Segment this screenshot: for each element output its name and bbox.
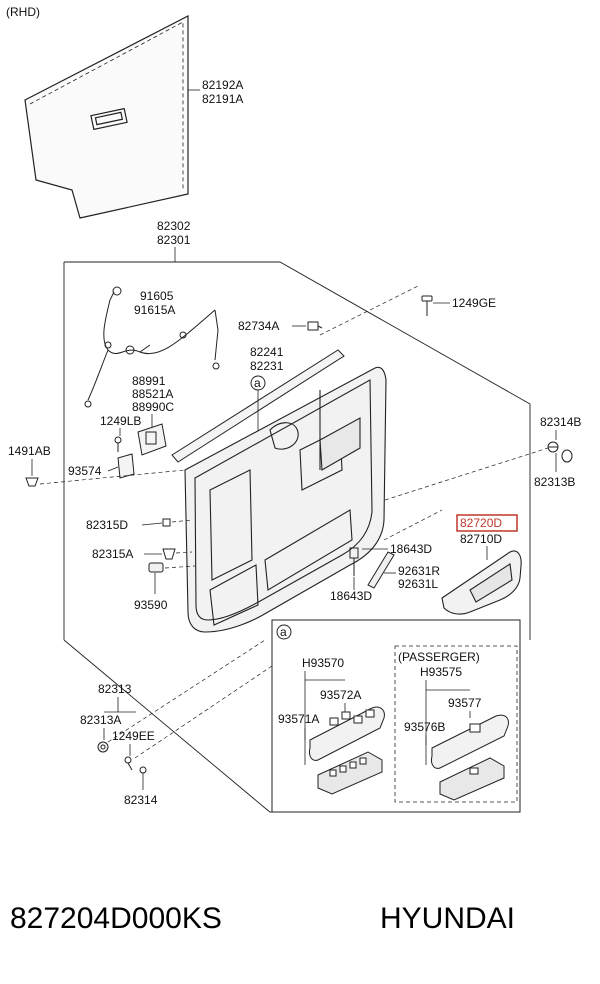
clip-82315D — [162, 518, 171, 527]
inset-box — [271, 619, 521, 813]
part-bracket-88 — [137, 423, 167, 456]
dashed-93590 — [164, 565, 196, 569]
part-82313B: 82313B — [534, 475, 575, 489]
part-93572A: 93572A — [320, 688, 361, 702]
part-1249EE: 1249EE — [112, 729, 155, 743]
highlight-box-82720D — [456, 514, 518, 532]
part-82313: 82313 — [98, 682, 132, 696]
wiring-harness — [84, 286, 220, 408]
part-91605: 91605 — [140, 289, 174, 303]
dashed-1491AB — [39, 469, 186, 485]
screw-1249EE — [124, 756, 133, 771]
part-93576B: 93576B — [404, 720, 445, 734]
part-82314: 82314 — [124, 793, 158, 807]
screw-1249LB — [114, 436, 122, 452]
part-82314B: 82314B — [540, 415, 581, 429]
clip-82734A — [307, 321, 323, 331]
part-88990C: 88990C — [132, 400, 174, 414]
dashed-82315A — [175, 551, 193, 554]
switch-module-passenger — [439, 757, 505, 801]
door-trim-panel — [184, 366, 387, 633]
switch-panel-driver — [309, 706, 385, 761]
clip-82315A — [162, 548, 176, 560]
armrest-82710D — [441, 550, 522, 615]
lamp-18643D-top — [349, 547, 359, 576]
part-92631L: 92631L — [398, 577, 438, 591]
part-82241: 82241 — [250, 345, 284, 359]
part-82315A: 82315A — [92, 547, 133, 561]
part-PASSERGER: (PASSERGER) — [398, 650, 480, 664]
footer-brand: HYUNDAI — [380, 902, 515, 935]
part-82315D: 82315D — [86, 518, 128, 532]
switch-module-driver — [317, 751, 383, 795]
callout-a-main: a — [254, 376, 261, 390]
part-88991: 88991 — [132, 374, 166, 388]
variant-label: (RHD) — [6, 5, 40, 19]
part-82710D: 82710D — [460, 532, 502, 546]
part-82313A: 82313A — [80, 713, 121, 727]
clip-1491AB — [25, 477, 39, 487]
part-82302: 82302 — [157, 219, 191, 233]
part-88521A: 88521A — [132, 387, 173, 401]
part-82301: 82301 — [157, 233, 191, 247]
footer-part-number: 827204D000KS — [10, 902, 222, 935]
part-93571A: 93571A — [278, 712, 319, 726]
part-82192A: 82192A — [202, 78, 243, 92]
dashed-82315D — [171, 519, 193, 523]
lamp-92631 — [367, 551, 395, 589]
bolt-1249GE — [421, 295, 433, 316]
part-H93570: H93570 — [302, 656, 344, 670]
dashed-82313 — [107, 639, 266, 743]
part-18643D-top: 18643D — [390, 542, 432, 556]
callout-a-inset: a — [280, 625, 287, 639]
part-1491AB: 1491AB — [8, 444, 51, 458]
clip-82313A — [97, 741, 109, 753]
part-H93575: H93575 — [420, 665, 462, 679]
leader-93574 — [107, 466, 119, 472]
part-82191A: 82191A — [202, 92, 243, 106]
dashed-82710D — [383, 509, 443, 541]
part-18643D-bottom: 18643D — [330, 589, 372, 603]
dashed-82314B — [384, 447, 549, 501]
part-91615A: 91615A — [134, 303, 175, 317]
callout-a-inset-circle — [276, 624, 292, 640]
part-82734A: 82734A — [238, 319, 279, 333]
part-93590: 93590 — [134, 598, 168, 612]
button-82314B — [547, 441, 573, 463]
fastener-93590 — [148, 562, 164, 573]
leader-82315D — [141, 522, 163, 526]
door-sheet-part — [24, 15, 189, 219]
part-93577: 93577 — [448, 696, 482, 710]
part-82720D: 82720D — [460, 516, 502, 530]
switch-panel-passenger — [431, 714, 509, 769]
dashed-82734A — [319, 284, 421, 336]
part-93574: 93574 — [68, 464, 102, 478]
passenger-subbox — [394, 645, 518, 803]
cap-82314 — [139, 766, 147, 774]
part-92631R: 92631R — [398, 564, 440, 578]
part-1249GE: 1249GE — [452, 296, 496, 310]
part-1249LB: 1249LB — [100, 414, 141, 428]
part-82231: 82231 — [250, 359, 284, 373]
switch-93574 — [117, 453, 135, 479]
